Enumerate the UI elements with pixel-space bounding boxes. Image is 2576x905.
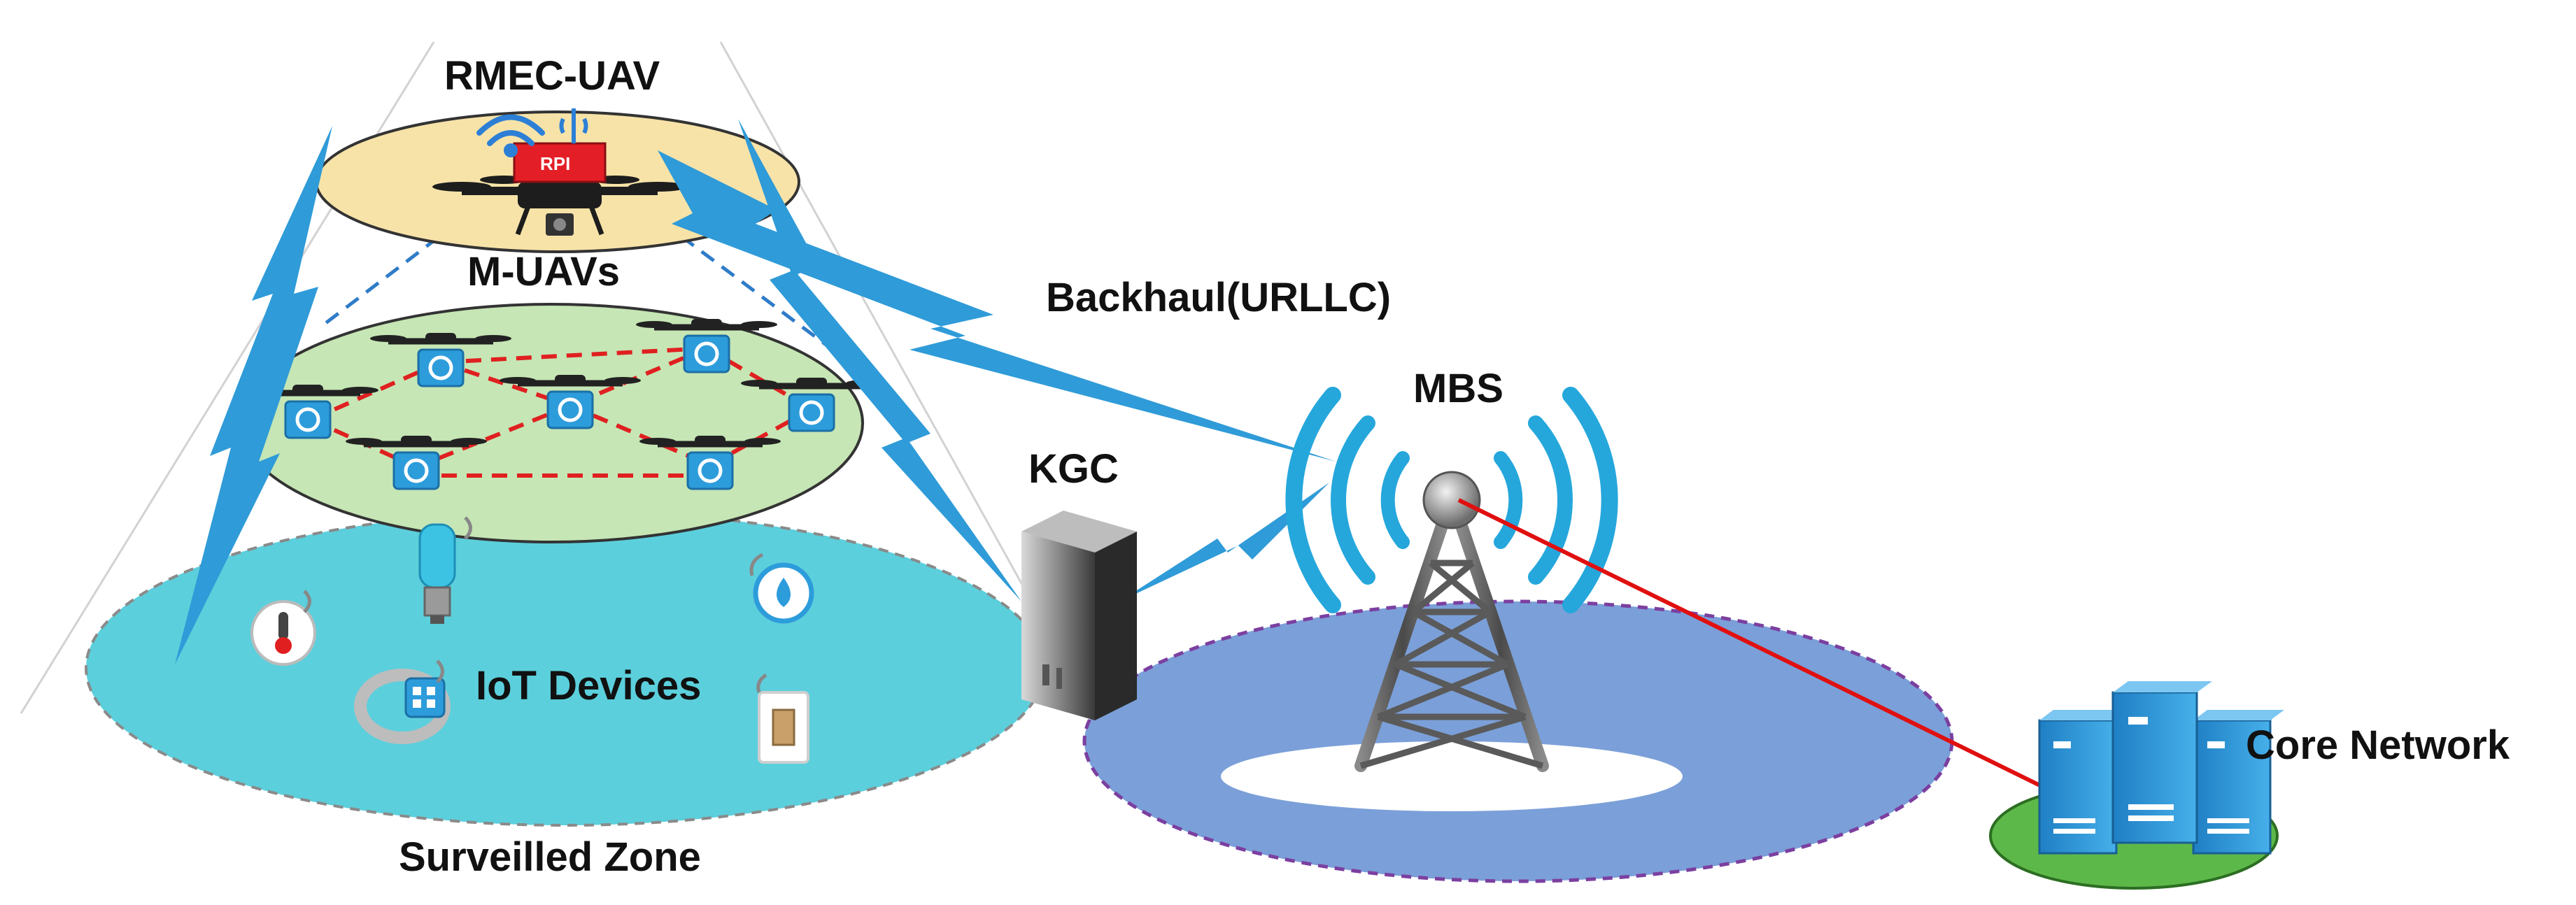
kgc-label: KGC: [1028, 446, 1119, 492]
m-uavs-label: M-UAVs: [467, 249, 620, 294]
mbs-label: MBS: [1413, 366, 1503, 411]
zone-uplink-lightning-left: [175, 126, 332, 664]
camera-drone-icon: [636, 319, 777, 373]
cell-tower-icon: [1285, 387, 1618, 772]
mbs-coverage-zone: [1082, 599, 1954, 883]
server-tower-icon: [1021, 511, 1137, 720]
wifi-icon: [476, 114, 545, 157]
light-switch-icon: [756, 673, 809, 764]
core-network-label: Core Network: [2246, 722, 2510, 768]
kgc-mbs-lightning: [1119, 483, 1329, 601]
antenna-icon: [559, 108, 588, 143]
mbs-core-link: [1457, 498, 2051, 792]
iot-devices: [250, 516, 814, 764]
camera-drone-icon: [370, 333, 511, 387]
water-drop-sensor-icon: [749, 553, 814, 624]
signal-waves: [1285, 387, 1618, 613]
iot-devices-label: IoT Devices: [476, 663, 701, 708]
backhaul-label: Backhaul(URLLC): [1046, 275, 1391, 320]
camera-drone-icon: [346, 436, 487, 490]
camera-drone-icon: [639, 436, 781, 490]
thermometer-icon: [250, 590, 316, 666]
smartwatch-icon: [354, 660, 451, 744]
smart-bulb-icon: [418, 516, 472, 624]
camera-drone-icon: [500, 375, 641, 429]
rpi-board-label: RPI: [540, 153, 570, 174]
rmec-uav-label: RMEC-UAV: [444, 53, 660, 99]
tower-base-glow: [1221, 741, 1683, 811]
drone-with-rpi-board-icon: RPI: [432, 108, 687, 236]
server-cluster-icon: [2038, 681, 2284, 855]
wireless-links: [175, 119, 1336, 664]
surveilled-zone-label: Surveilled Zone: [399, 834, 701, 880]
